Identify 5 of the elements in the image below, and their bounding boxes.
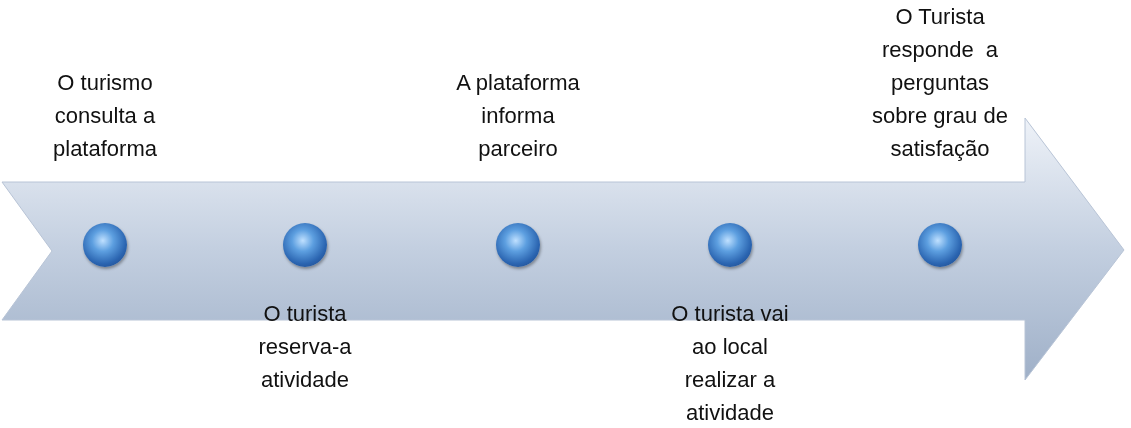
step-caption: O Turista responde a perguntas sobre grau de satisfação	[871, 3, 1009, 163]
step-caption: O turista reserva-a atividade	[257, 300, 353, 394]
step-caption: A plataforma informa parceiro	[455, 69, 581, 163]
step-caption: O turismo consulta a plataforma	[52, 69, 158, 163]
step-caption: O turista vai ao local realizar a atividade	[670, 300, 790, 427]
